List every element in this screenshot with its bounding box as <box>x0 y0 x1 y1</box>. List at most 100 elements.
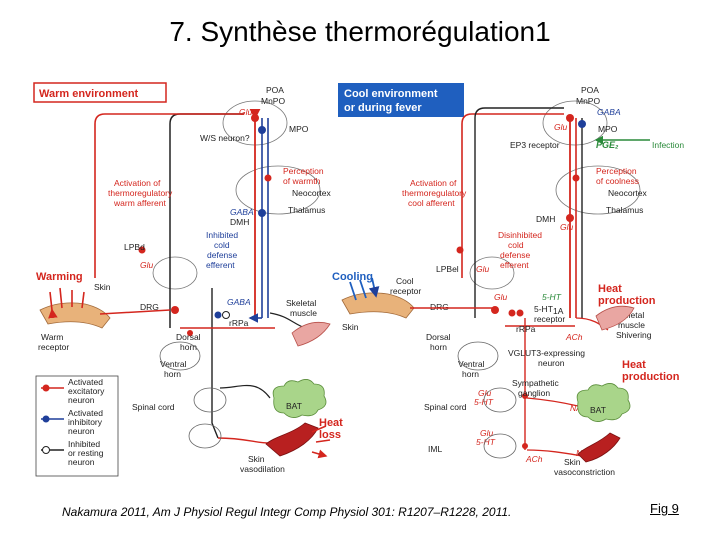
right-glu-rrpa: Glu <box>494 292 508 302</box>
right-brain-hypothalamus-outline <box>542 100 608 146</box>
right-bat <box>576 383 631 422</box>
left-gaba-rrpa: GABA <box>227 297 251 307</box>
right-glu-sc: Glu <box>478 388 492 398</box>
right-ep3: EP3 receptor <box>510 140 560 150</box>
bat-path <box>219 384 271 399</box>
right-spinal-section-2 <box>483 387 517 413</box>
left-skin-vaso-1: Skin <box>248 454 265 464</box>
spinal-path-black <box>211 288 219 439</box>
legend-item-3-line1: Inhibited <box>68 439 100 449</box>
right-skin: Skin <box>342 322 359 332</box>
left-rrpa: rRPa <box>229 318 249 328</box>
poa-neuron <box>251 114 259 122</box>
right-neocortex: Neocortex <box>608 188 647 198</box>
right-glu-iml: Glu <box>480 428 494 438</box>
right-heat-prod-1a: Heat <box>598 283 622 295</box>
right-mnpo: MnPO <box>576 96 600 106</box>
right-activation-3: cool afferent <box>408 198 455 208</box>
right-ventral-2: horn <box>462 369 479 379</box>
right-5ht-iml: 5-HT <box>476 437 496 447</box>
figure-number-link[interactable]: Fig 9 <box>650 501 679 516</box>
right-5ht: 5-HT <box>542 292 562 302</box>
right-cool-afferent-long <box>461 113 564 278</box>
brain-cortex-outline <box>235 165 321 215</box>
left-ventral-1: Ventral <box>160 359 187 369</box>
cool-header-box <box>338 83 464 117</box>
rrpa-neuron-1 <box>214 311 222 319</box>
right-drg: DRG <box>430 302 449 312</box>
right-vglut3-1: VGLUT3-expressing <box>508 348 585 358</box>
right-gaba: GABA <box>597 107 621 117</box>
right-cooling: Cooling <box>332 271 373 283</box>
right-sympathetic-1: Sympathetic <box>512 378 560 388</box>
left-inhibited-1: Inhibited <box>206 230 238 240</box>
left-inhibited-3: defense <box>207 250 238 260</box>
left-inhibited-4: efferent <box>206 260 235 270</box>
right-black-loop <box>474 107 564 318</box>
right-ach-iml: ACh <box>525 454 543 464</box>
lpbd-neuron <box>138 246 146 254</box>
right-5ht1a-2: 1A <box>553 306 564 316</box>
right-lpbel-neuron <box>456 246 464 254</box>
left-spinal-section-3 <box>188 423 222 449</box>
left-spinal-cord: Spinal cord <box>132 402 175 412</box>
right-spinal-neuron <box>522 393 528 399</box>
left-activation-1: Activation of <box>114 178 161 188</box>
legend-item-3-line3: neuron <box>68 457 95 467</box>
cool-header-1: Cool environment <box>344 88 438 100</box>
right-dmh-neuron <box>566 214 574 222</box>
right-dmh: DMH <box>536 214 555 224</box>
left-activation-3: warm afferent <box>113 198 166 208</box>
legend-item-2-line3: neuron <box>68 426 95 436</box>
figure-caption: Nakamura 2011, Am J Physiol Regul Integr… <box>62 505 512 519</box>
right-na-bat: NA <box>570 403 582 413</box>
left-heat-loss-2: loss <box>319 429 341 441</box>
right-mpo-neuron <box>578 120 586 128</box>
right-dorsal-2: horn <box>430 342 447 352</box>
left-mnpo: MnPO <box>261 96 285 106</box>
right-bat-path <box>526 397 579 407</box>
right-skin-vaso-1: Skin <box>564 457 581 467</box>
right-thalamus-neuron <box>572 174 580 182</box>
thermoregulation-figure: Warm environment POA MnPO Glu W/S neuron… <box>30 78 690 482</box>
right-disinhibited-4: efferent <box>500 260 529 270</box>
right-iml: IML <box>428 444 442 454</box>
right-brain-cortex-outline <box>555 165 641 215</box>
legend-item-1-line2: excitatory <box>68 386 105 396</box>
right-disinhibited-1: Disinhibited <box>498 230 542 240</box>
left-ventral-2: horn <box>164 369 181 379</box>
right-heat-prod-1b: production <box>598 295 656 307</box>
legend-box <box>35 375 119 477</box>
right-vglut3-2: neuron <box>538 358 565 368</box>
right-panel: Cool environment or during fever POA MnP… <box>332 83 684 477</box>
left-panel: Warm environment POA MnPO Glu W/S neuron… <box>33 82 343 474</box>
left-perception-1: Perception <box>283 166 324 176</box>
heat-loss-arrows <box>311 425 330 456</box>
left-skin-vaso-2: vasodilation <box>240 464 285 474</box>
rrpa-neuron-2 <box>222 311 230 319</box>
warm-header: Warm environment <box>39 88 139 100</box>
left-neocortex: Neocortex <box>292 188 331 198</box>
left-glu: Glu <box>239 107 253 117</box>
right-iml-neuron <box>522 443 528 449</box>
left-activation-2: thermoregulatory <box>108 188 173 198</box>
right-rrpa-neuron-1 <box>508 309 516 317</box>
legend-resting-dot <box>42 446 50 454</box>
left-vessel <box>265 422 319 457</box>
warm-receptor-path <box>99 309 171 315</box>
left-lpbd: LPBd <box>124 242 145 252</box>
warm-afferent-long-path <box>94 113 244 278</box>
right-receptor: receptor <box>534 314 565 324</box>
left-perception-2: of warmth <box>283 176 321 186</box>
cool-header-2: or during fever <box>344 102 422 114</box>
right-glu-dmh: Glu <box>560 222 574 232</box>
right-activation-1: Activation of <box>410 178 457 188</box>
right-shivering: Shivering <box>616 330 652 340</box>
left-inhibited-2: cold <box>214 240 230 250</box>
thalamus-neuron <box>264 174 272 182</box>
right-muscle <box>595 305 635 331</box>
right-glu: Glu <box>554 122 568 132</box>
left-skeletal-1: Skeletal <box>286 298 316 308</box>
warm-header-box <box>33 82 167 103</box>
right-ventral-1: Ventral <box>458 359 485 369</box>
